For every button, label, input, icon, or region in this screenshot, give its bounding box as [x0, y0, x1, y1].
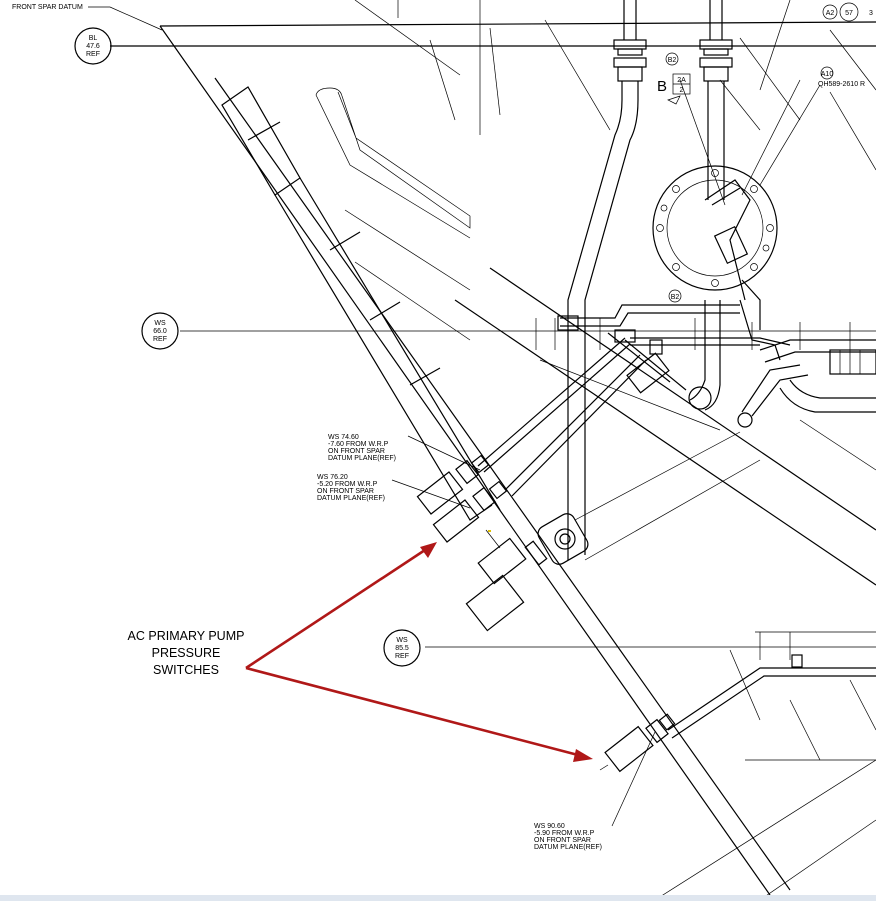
svg-text:-5.90 FROM W.R.P: -5.90 FROM W.R.P [534, 830, 595, 837]
front-spar-datum-label: FRONT SPAR DATUM [12, 4, 83, 11]
bl-ref-note: REF [86, 51, 100, 58]
ws-note-90: WS 90.60 -5.90 FROM W.R.P ON FRONT SPAR … [534, 823, 602, 851]
pressure-switch-upper [416, 454, 589, 632]
view-box-bottom: 2 [680, 87, 684, 94]
top-fittings [567, 0, 733, 560]
bl-ref-value: 47.6 [86, 43, 100, 50]
right-bands [454, 267, 876, 586]
tag-a10: A10 [821, 71, 834, 78]
callout-arrow-lower [245, 666, 579, 757]
pump-flange [652, 165, 876, 428]
bottom-strip [0, 895, 876, 901]
callout-arrowhead-lower-icon [573, 749, 593, 762]
ws66-circle [141, 312, 179, 350]
callout-arrowhead-upper-icon [420, 542, 437, 558]
svg-text:WS 90.60: WS 90.60 [534, 823, 565, 830]
tag-a10-circle [820, 66, 834, 80]
callout-line-3: SWITCHES [153, 663, 219, 677]
bl-ref-label: BL [89, 35, 98, 42]
pump-switch-callout: AC PRIMARY PUMP PRESSURE SWITCHES [128, 542, 593, 762]
leader-lines [88, 6, 821, 827]
view-box-top: 2A [677, 77, 686, 84]
svg-text:WS 74.60: WS 74.60 [328, 434, 359, 441]
ws-note-76: WS 76.20 -5.20 FROM W.R.P ON FRONT SPAR … [317, 474, 385, 502]
tag-b2-mid: B2 [671, 294, 680, 301]
ws-note-74: WS 74.60 -7.60 FROM W.R.P ON FRONT SPAR … [328, 434, 396, 462]
ws85-label: WS [396, 637, 408, 644]
view-letter: B [657, 78, 667, 95]
tag-b2-top-circle [665, 52, 679, 66]
tag-3: 3 [869, 10, 873, 17]
pipe-runs [535, 304, 851, 394]
svg-text:WS 76.20: WS 76.20 [317, 474, 348, 481]
svg-text:-5.20 FROM W.R.P: -5.20 FROM W.R.P [317, 481, 378, 488]
part-number-label: QH589-2610 R [818, 81, 865, 88]
ws85-value: 85.5 [395, 645, 409, 652]
view-arrow-icon [667, 95, 681, 105]
marker-dot [488, 530, 491, 532]
svg-text:ON FRONT SPAR: ON FRONT SPAR [317, 488, 374, 495]
panel-outline [221, 86, 501, 521]
tag-57-circle [839, 2, 859, 22]
pressure-switch-lower [599, 713, 676, 773]
tag-a2: A2 [826, 10, 835, 17]
svg-text:DATUM PLANE(REF): DATUM PLANE(REF) [317, 495, 385, 502]
ws66-label: WS [154, 320, 166, 327]
callout-line-1: AC PRIMARY PUMP [128, 629, 245, 643]
svg-text:-7.60 FROM W.R.P: -7.60 FROM W.R.P [328, 441, 389, 448]
structure-lines [110, 0, 876, 901]
tag-57: 57 [845, 10, 853, 17]
tag-b2-top: B2 [668, 57, 677, 64]
callout-line-2: PRESSURE [152, 646, 221, 660]
sensing-lines [477, 337, 876, 739]
svg-text:DATUM PLANE(REF): DATUM PLANE(REF) [328, 455, 396, 462]
bl-ref-circle [74, 27, 112, 65]
tag-b2-mid-circle [668, 289, 682, 303]
svg-text:DATUM PLANE(REF): DATUM PLANE(REF) [534, 844, 602, 851]
svg-text:ON FRONT SPAR: ON FRONT SPAR [328, 448, 385, 455]
ws85-circle [383, 629, 421, 667]
reference-tags: BL 47.6 REF WS 66.0 REF WS 85.5 REF A2 5… [74, 2, 873, 667]
svg-text:ON FRONT SPAR: ON FRONT SPAR [534, 837, 591, 844]
callout-arrow-upper [245, 548, 426, 670]
ws85-note: REF [395, 653, 409, 660]
ws66-value: 66.0 [153, 328, 167, 335]
tag-a2-circle [822, 4, 838, 20]
ws66-note: REF [153, 336, 167, 343]
